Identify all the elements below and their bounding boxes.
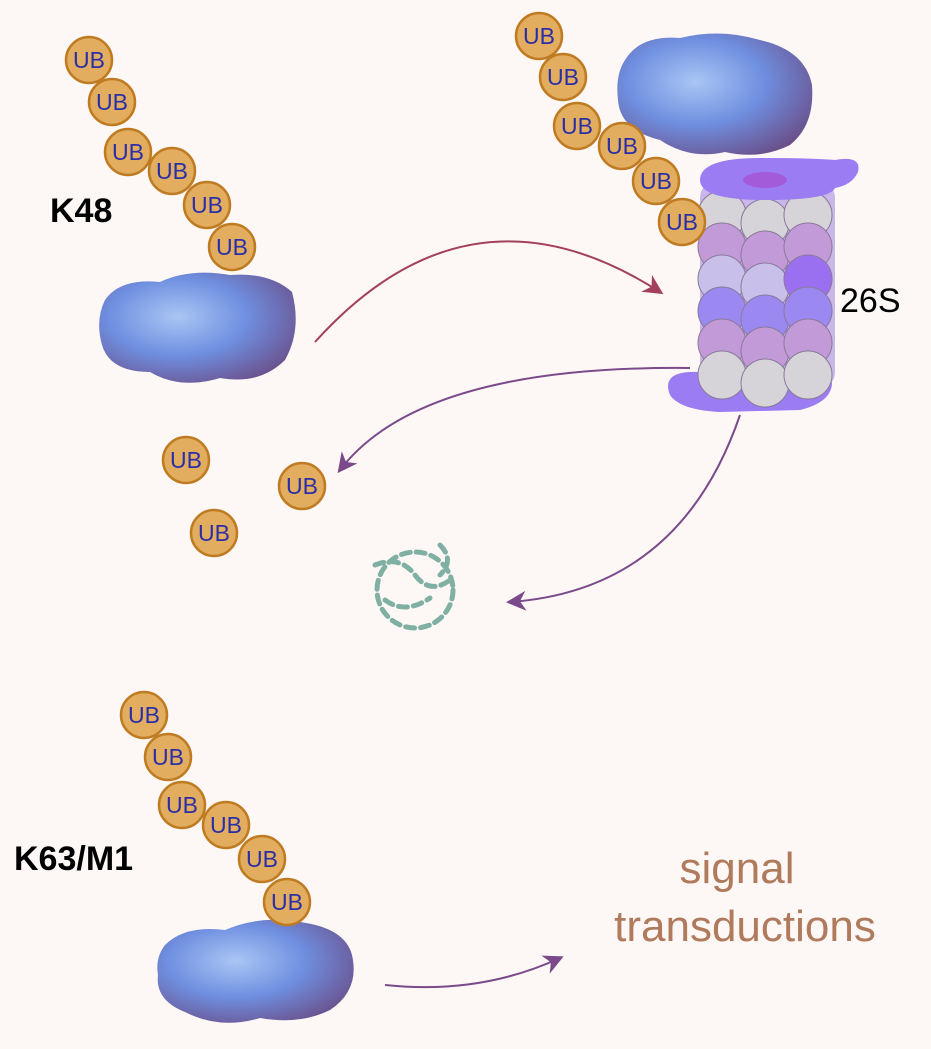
proteasome-subunit — [783, 350, 833, 400]
ubiquitin-label: UB — [286, 473, 318, 499]
proteasome-26s — [668, 158, 859, 412]
degradation-arrow — [314, 240, 664, 343]
ub-recycle-arrow — [337, 366, 691, 474]
k48-label: K48 — [50, 192, 113, 230]
ubiquitin-circle: UB — [552, 101, 602, 151]
ubiquitin-label: UB — [547, 64, 579, 90]
proteasome-subunit — [740, 358, 790, 408]
ubiquitin-label: UB — [640, 168, 672, 194]
proteasome-label: 26S — [840, 282, 901, 320]
ubiquitin-label: UB — [128, 702, 160, 728]
ubiquitin-circle: UB — [514, 11, 564, 61]
ubiquitin-label: UB — [198, 520, 230, 546]
ubiquitin-label: UB — [523, 23, 555, 49]
ubiquitin-label: UB — [170, 447, 202, 473]
ubiquitin-circle: UB — [157, 780, 207, 830]
ubiquitin-circle: UB — [262, 877, 312, 927]
ubiquitin-label: UB — [152, 744, 184, 770]
ubiquitin-circle: UB — [119, 690, 169, 740]
ubiquitin-circle: UB — [64, 35, 114, 85]
proteasome-subunit — [697, 350, 747, 400]
substrate-protein-top — [617, 33, 813, 155]
ubiquitin-label: UB — [166, 792, 198, 818]
ubiquitin-label: UB — [216, 234, 248, 260]
ubiquitin-circle: UB — [277, 461, 327, 511]
signal-line-2: transductions — [614, 902, 876, 951]
ubiquitin-label: UB — [271, 889, 303, 915]
ubiquitin-circle: UB — [103, 127, 153, 177]
degraded-peptides — [372, 542, 456, 631]
substrate-protein-k63 — [157, 919, 354, 1023]
ubiquitin-circle: UB — [207, 222, 257, 272]
ubiquitin-label: UB — [73, 47, 105, 73]
ubiquitin-circle: UB — [182, 180, 232, 230]
ubiquitin-circle: UB — [87, 77, 137, 127]
ubiquitin-label: UB — [606, 133, 638, 159]
ubiquitin-label: UB — [112, 139, 144, 165]
signaling-arrow — [384, 955, 564, 989]
ubiquitin-label: UB — [191, 192, 223, 218]
ubiquitin-label: UB — [666, 209, 698, 235]
ubiquitin-circle: UB — [161, 435, 211, 485]
signal-line-1: signal — [679, 844, 795, 893]
peptide-release-arrow — [506, 414, 741, 611]
ubiquitin-circle: UB — [189, 508, 239, 558]
substrate-protein-k48 — [99, 272, 296, 383]
ubiquitin-circle: UB — [237, 834, 287, 884]
ubiquitin-circle: UB — [597, 121, 647, 171]
ubiquitin-circle: UB — [657, 197, 707, 247]
ubiquitin-circle: UB — [147, 146, 197, 196]
ubiquitin-circle: UB — [143, 732, 193, 782]
ubiquitin-label: UB — [96, 89, 128, 115]
k63-m1-label: K63/M1 — [14, 840, 134, 878]
ubiquitin-circle: UB — [631, 156, 681, 206]
ubiquitin-circle: UB — [201, 800, 251, 850]
ubiquitin-label: UB — [210, 812, 242, 838]
ubiquitin-label: UB — [561, 113, 593, 139]
ubiquitin-label: UB — [246, 846, 278, 872]
ubiquitin-label: UB — [156, 158, 188, 184]
ubiquitin-circle: UB — [538, 52, 588, 102]
